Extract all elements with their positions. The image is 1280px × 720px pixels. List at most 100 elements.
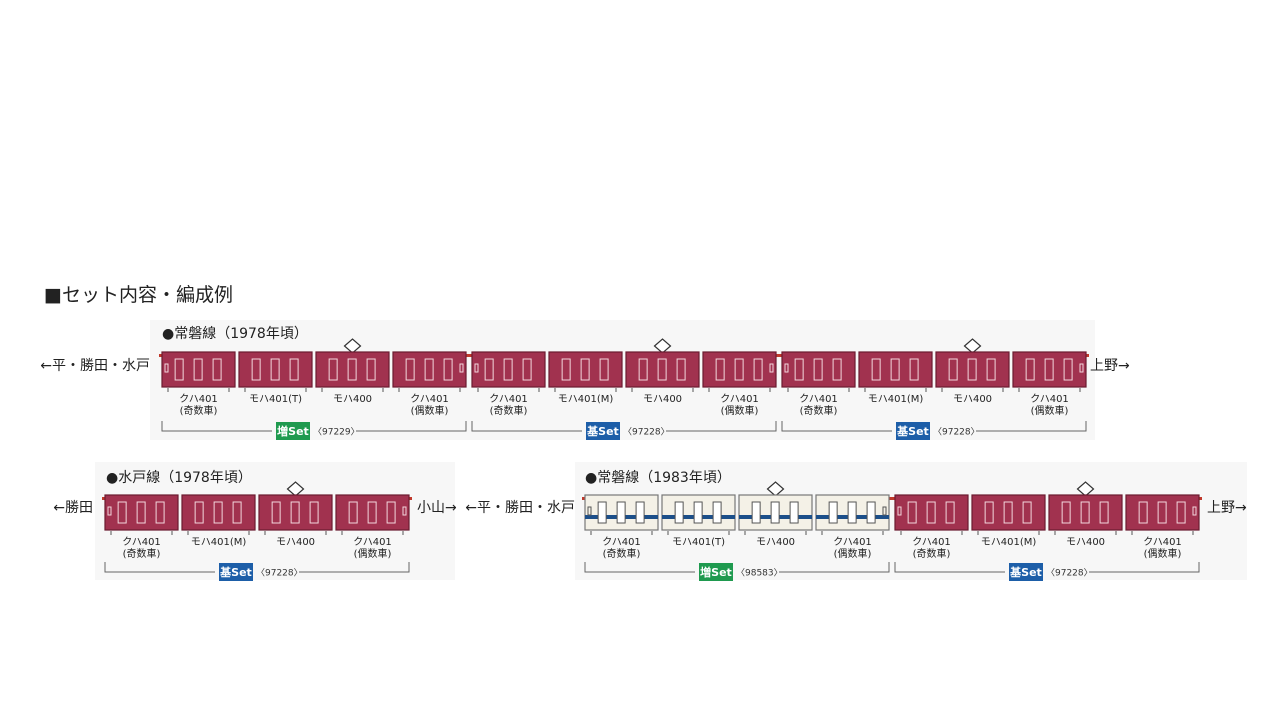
train-car: モハ400 xyxy=(1048,481,1123,548)
train-car: クハ401(偶数車) xyxy=(392,351,469,417)
car-body xyxy=(625,351,700,388)
car-door xyxy=(1003,501,1013,524)
taillight-icon xyxy=(409,497,412,500)
car-type-label: クハ401 xyxy=(602,536,641,548)
bracket-line xyxy=(356,421,467,432)
car-body xyxy=(1012,351,1087,388)
car-door xyxy=(1022,501,1032,524)
left-destination: ←平・勝田・水戸 xyxy=(40,358,150,374)
car-sub-label: (偶数車) xyxy=(354,547,392,560)
car-door xyxy=(945,501,955,524)
car-sub-label: (奇数車) xyxy=(123,547,161,560)
car-door xyxy=(1025,358,1035,381)
car-body xyxy=(1125,494,1200,531)
car-door xyxy=(194,501,204,524)
taillight-icon xyxy=(889,497,892,500)
train-car: クハ401(奇数車) xyxy=(469,351,546,417)
kiset-badge xyxy=(586,422,620,440)
car-sub-label: (偶数車) xyxy=(834,547,872,560)
car-door xyxy=(1157,501,1167,524)
car-door xyxy=(1044,358,1054,381)
train-car: クハ401(奇数車) xyxy=(892,494,969,560)
taillight-icon xyxy=(102,497,105,500)
cab-window xyxy=(1192,506,1197,516)
set-bracket: 増Set〈98583〉 xyxy=(584,562,890,581)
car-sub-label: (奇数車) xyxy=(800,404,838,417)
taillight-icon xyxy=(582,497,585,500)
car-door xyxy=(813,358,823,381)
car-door xyxy=(232,501,242,524)
car-body xyxy=(238,351,313,388)
bracket-line xyxy=(584,562,695,573)
car-type-label: クハ401 xyxy=(912,536,951,548)
car-door xyxy=(484,358,494,381)
car-door xyxy=(251,358,261,381)
car-body xyxy=(548,351,623,388)
car-body xyxy=(335,494,410,531)
train-car: クハ401(偶数車) xyxy=(815,494,892,560)
set-bracket: 基Set〈97228〉 xyxy=(104,562,410,581)
car-type-label: クハ401 xyxy=(720,393,759,405)
car-body xyxy=(815,494,890,531)
car-sub-label: (偶数車) xyxy=(1144,547,1182,560)
taillight-icon xyxy=(779,354,782,357)
set-number: 〈97229〉 xyxy=(313,427,360,438)
set-badge-label: 基Set xyxy=(219,565,252,579)
train-car: モハ401(M) xyxy=(971,494,1046,548)
car-type-label: クハ401 xyxy=(410,393,449,405)
car-door xyxy=(828,501,838,524)
section-heading: ■セット内容・編成例 xyxy=(44,284,233,306)
car-sub-label: (偶数車) xyxy=(411,404,449,417)
car-door xyxy=(847,501,857,524)
train-car: クハ401(奇数車) xyxy=(582,494,659,560)
car-door xyxy=(348,501,358,524)
car-door xyxy=(289,358,299,381)
bracket-line xyxy=(781,421,892,432)
set-badge-label: 基Set xyxy=(586,424,619,438)
right-destination: 上野→ xyxy=(1207,500,1247,516)
car-body xyxy=(894,494,969,531)
car-type-label: モハ400 xyxy=(276,537,315,548)
car-type-label: クハ401 xyxy=(179,393,218,405)
car-door xyxy=(309,501,319,524)
car-door xyxy=(753,358,763,381)
car-type-label: モハ401(M) xyxy=(558,394,614,405)
car-door xyxy=(794,358,804,381)
car-door xyxy=(580,358,590,381)
car-door xyxy=(1080,501,1090,524)
set-badge-label: 増Set xyxy=(700,565,732,579)
kiset-badge xyxy=(896,422,930,440)
cab-window xyxy=(897,506,902,516)
car-body xyxy=(181,494,256,531)
bracket-line xyxy=(976,421,1087,432)
car-door xyxy=(213,501,223,524)
set-number: 〈97228〉 xyxy=(623,427,670,438)
car-door xyxy=(986,358,996,381)
car-door xyxy=(926,501,936,524)
car-type-label: クハ401 xyxy=(799,393,838,405)
car-door xyxy=(638,358,648,381)
car-door xyxy=(561,358,571,381)
car-door xyxy=(1063,358,1073,381)
car-door xyxy=(405,358,415,381)
right-destination: 小山→ xyxy=(417,500,457,516)
car-door xyxy=(871,358,881,381)
car-door xyxy=(174,358,184,381)
train-car: クハ401(奇数車) xyxy=(159,351,236,417)
car-body xyxy=(258,494,333,531)
car-type-label: モハ401(T) xyxy=(249,394,302,405)
cab-window xyxy=(1079,363,1084,373)
car-door xyxy=(443,358,453,381)
formation-0: ●常磐線（1978年頃）←平・勝田・水戸上野→クハ401(奇数車)モハ401(T… xyxy=(40,326,1130,440)
car-type-label: モハ400 xyxy=(1066,537,1105,548)
taillight-icon xyxy=(1086,354,1089,357)
cab-window xyxy=(402,506,407,516)
car-sub-label: (奇数車) xyxy=(490,404,528,417)
formation-1: ●水戸線（1978年頃）←勝田小山→クハ401(奇数車)モハ401(M)モハ40… xyxy=(53,470,457,581)
car-sub-label: (奇数車) xyxy=(180,404,218,417)
car-type-label: クハ401 xyxy=(489,393,528,405)
car-door xyxy=(1138,501,1148,524)
bracket-line xyxy=(666,421,777,432)
cab-window xyxy=(459,363,464,373)
car-door xyxy=(117,501,127,524)
